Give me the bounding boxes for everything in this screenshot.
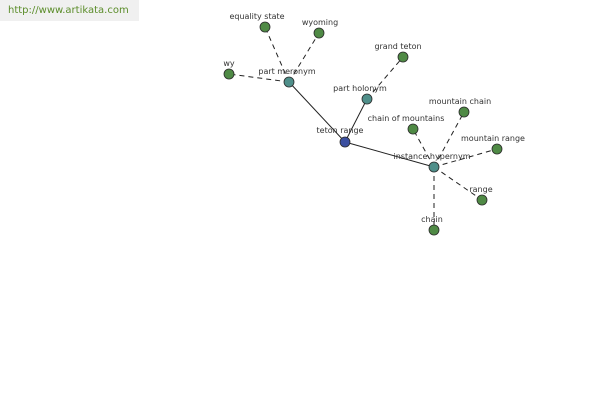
edge-part-holonym-grand-teton xyxy=(366,56,404,100)
edge-instance-hypernym-chain-of-mountains xyxy=(412,128,435,168)
node-equality-state[interactable] xyxy=(259,21,271,33)
node-label-mountain-chain: mountain chain xyxy=(429,97,491,106)
node-label-wy: wy xyxy=(223,59,235,68)
node-range[interactable] xyxy=(476,194,488,206)
node-label-wyoming: wyoming xyxy=(302,18,338,27)
edge-part-meronym-wyoming xyxy=(288,32,320,83)
node-label-range: range xyxy=(469,185,492,194)
site-banner: http://www.artikata.com xyxy=(0,0,139,21)
node-teton-range[interactable] xyxy=(339,136,351,148)
node-label-part-meronym: part meronym xyxy=(258,67,315,76)
edge-part-meronym-equality-state xyxy=(264,26,290,83)
node-label-instance-hypernym: instance hypernym xyxy=(394,152,471,161)
node-mountain-chain[interactable] xyxy=(458,106,470,118)
node-chain[interactable] xyxy=(428,224,440,236)
node-label-grand-teton: grand teton xyxy=(374,42,421,51)
edge-instance-hypernym-mountain-range xyxy=(433,148,498,168)
node-mountain-range[interactable] xyxy=(491,143,503,155)
edge-teton-range-part-meronym xyxy=(288,81,346,143)
node-label-chain-of-mountains: chain of mountains xyxy=(368,114,445,123)
node-label-mountain-range: mountain range xyxy=(461,134,525,143)
edge-teton-range-instance-hypernym xyxy=(344,141,435,168)
graph-labels: teton range part meronym part holonym insta… xyxy=(223,12,525,224)
edge-teton-range-part-holonym xyxy=(344,98,368,143)
node-part-holonym[interactable] xyxy=(361,93,373,105)
site-link[interactable]: http://www.artikata.com xyxy=(8,5,129,16)
graph-edges xyxy=(228,26,498,230)
edge-instance-hypernym-range xyxy=(433,166,483,201)
node-grand-teton[interactable] xyxy=(397,51,409,63)
node-chain-of-mountains[interactable] xyxy=(407,123,419,135)
node-instance-hypernym[interactable] xyxy=(428,161,440,173)
node-wyoming[interactable] xyxy=(313,27,325,39)
node-label-chain: chain xyxy=(421,215,443,224)
edge-part-meronym-wy xyxy=(228,73,290,83)
node-wy[interactable] xyxy=(223,68,235,80)
node-part-meronym[interactable] xyxy=(283,76,295,88)
graph-nodes xyxy=(223,21,503,236)
node-label-teton-range: teton range xyxy=(317,126,364,135)
node-label-part-holonym: part holonym xyxy=(333,84,387,93)
node-label-equality-state: equality state xyxy=(229,12,284,21)
edge-instance-hypernym-mountain-chain xyxy=(433,111,465,168)
